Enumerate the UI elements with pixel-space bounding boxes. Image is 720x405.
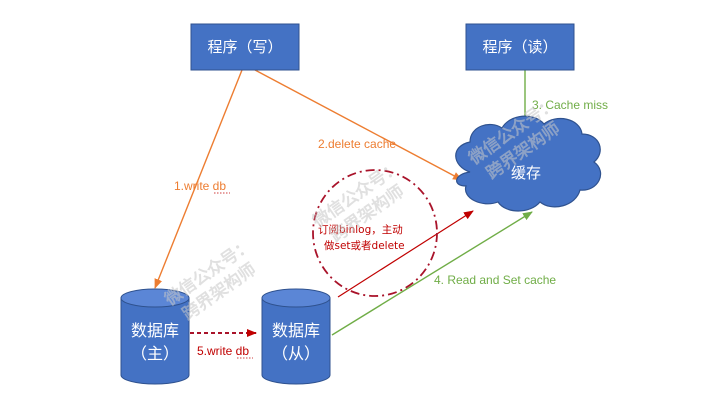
cache-label: 缓存 [511,164,541,182]
write-program-label: 程序（写） [207,38,282,56]
edge-binlog-subscribe [337,210,474,298]
master-db-label-line2: （主） [131,344,179,363]
edge-read-and-set-cache [331,211,533,336]
binlog-subscriber-ellipse [312,169,438,297]
slave-db-label-line1: 数据库 [272,321,320,340]
slave-db-label-line2: （从） [272,344,320,363]
edge-write-db [154,69,243,289]
read-program-box: 程序（读） [465,23,575,71]
label-replicate-write-db: 5.write db [197,344,249,358]
binlog-note-line1: 订阅binlog，主动 [318,223,403,236]
label-delete-cache: 2.delete cache [318,137,396,151]
label-cache-miss: 3. Cache miss [532,98,608,112]
cloud-icon [455,115,602,212]
edge-delete-cache [254,69,463,181]
read-program-label: 程序（读） [482,38,557,56]
cache-cloud: 缓存 [455,115,602,212]
write-program-box: 程序（写） [190,23,300,71]
binlog-note-line2: 做set或者delete [324,239,405,252]
label-read-and-set-cache: 4. Read and Set cache [434,273,556,287]
master-db-cylinder: 数据库 （主） [120,288,190,385]
label-write-db: 1.write db [174,179,226,193]
watermark-center: 微信公众号： 跨界架构师 [308,156,408,246]
master-db-label-line1: 数据库 [131,321,179,340]
slave-db-cylinder: 数据库 （从） [261,288,331,385]
